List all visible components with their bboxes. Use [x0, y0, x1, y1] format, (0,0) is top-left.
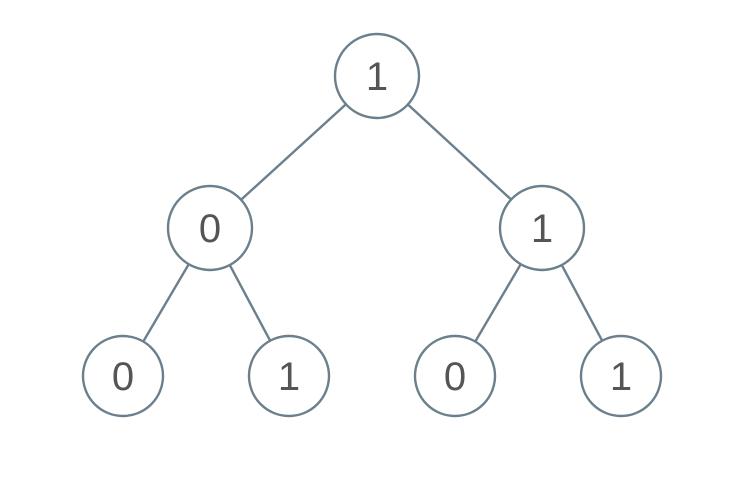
tree-edge: [560, 263, 604, 342]
tree-node[interactable]: 1: [333, 32, 421, 120]
tree-node[interactable]: 1: [498, 184, 586, 272]
tree-node[interactable]: 0: [413, 334, 497, 418]
node-label: 1: [366, 55, 388, 99]
node-label: 1: [531, 207, 553, 251]
tree-edge: [142, 263, 190, 343]
tree-node[interactable]: 1: [579, 334, 663, 418]
node-circle: [166, 184, 254, 272]
node-label: 0: [112, 355, 134, 399]
node-circle: [81, 334, 165, 418]
tree-edge: [406, 103, 513, 201]
edge-layer: [142, 103, 604, 343]
tree-node[interactable]: 0: [81, 334, 165, 418]
tree-edge: [474, 263, 522, 343]
tree-edge: [228, 263, 272, 342]
node-circle: [413, 334, 497, 418]
node-circle: [579, 334, 663, 418]
node-layer: 1 0 1 0 1 0 1: [81, 32, 663, 418]
node-label: 0: [199, 207, 221, 251]
node-circle: [333, 32, 421, 120]
tree-node[interactable]: 1: [247, 334, 331, 418]
node-label: 1: [278, 355, 300, 399]
tree-edge: [239, 103, 348, 201]
node-label: 1: [610, 355, 632, 399]
node-circle: [247, 334, 331, 418]
node-label: 0: [444, 355, 466, 399]
tree-node[interactable]: 0: [166, 184, 254, 272]
node-circle: [498, 184, 586, 272]
